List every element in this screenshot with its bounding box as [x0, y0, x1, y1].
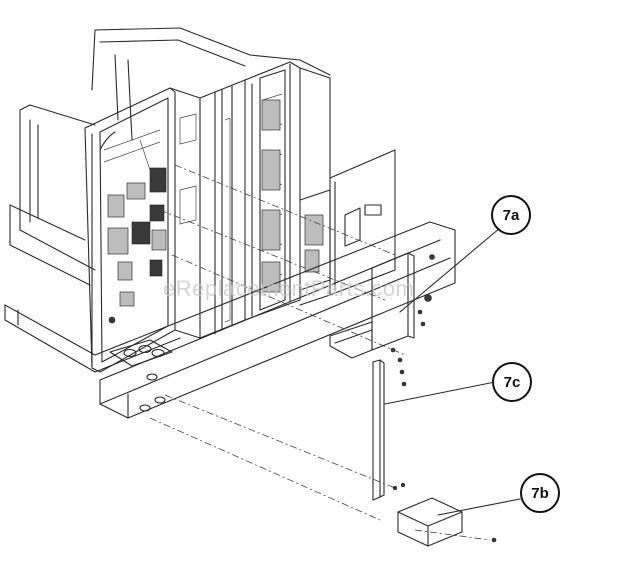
callout-label: 7a: [503, 207, 520, 224]
bracket-7a: [329, 252, 435, 387]
control-panel-components: [99, 113, 231, 324]
watermark-text: eReplacementParts.com: [163, 276, 414, 301]
callout-7b: 7b: [520, 473, 560, 513]
assembly-lines: [149, 164, 491, 541]
callout-7c: 7c: [492, 362, 532, 402]
callout-label: 7b: [531, 485, 549, 502]
strut-7c: [372, 359, 406, 501]
leader-lines: [384, 227, 521, 516]
callout-7a: 7a: [491, 195, 531, 235]
callout-label: 7c: [504, 374, 521, 391]
bracket-7b: [397, 497, 497, 547]
unit-cabinet: [4, 27, 456, 419]
